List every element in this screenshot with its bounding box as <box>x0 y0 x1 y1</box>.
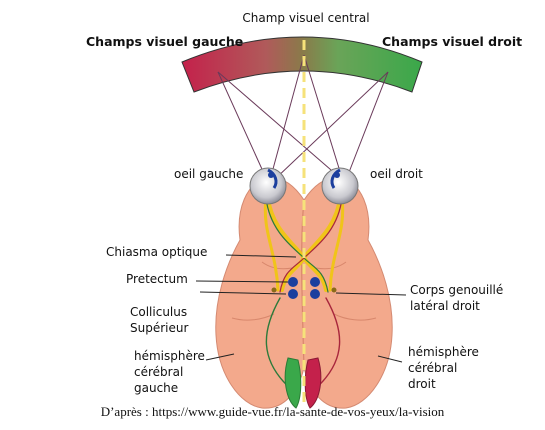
right-colliculus-nucleus <box>310 289 320 299</box>
colliculus-label-line2: Supérieur <box>130 321 188 335</box>
source-caption: D’après : https://www.guide-vue.fr/la-sa… <box>0 404 545 420</box>
right-field-label: Champs visuel droit <box>382 34 522 49</box>
left-visual-cortex <box>285 358 301 408</box>
right-lgn-dot <box>332 288 337 293</box>
lgn-label-line2: latéral droit <box>410 299 480 313</box>
right-visual-cortex <box>305 358 321 408</box>
left-colliculus-nucleus <box>288 289 298 299</box>
pretectum-label: Pretectum <box>126 272 188 286</box>
right-hemisphere-line1: hémisphère <box>408 345 479 359</box>
lgn-label-line1: Corps genouillé <box>410 283 503 297</box>
right-hemisphere-label: hémisphère cérébral droit <box>408 345 483 391</box>
left-eye-label: oeil gauche <box>174 167 243 181</box>
left-hemisphere-line1: hémisphère <box>134 349 205 363</box>
right-eye-label: oeil droit <box>370 167 423 181</box>
right-eye <box>322 168 358 204</box>
colliculus-label-line1: Colliculus <box>130 305 187 319</box>
right-pretectum-nucleus <box>310 277 320 287</box>
central-field-label: Champ visuel central <box>242 11 369 25</box>
left-lgn-dot <box>272 288 277 293</box>
left-field-label: Champs visuel gauche <box>86 34 243 49</box>
colliculus-label: Colliculus Supérieur <box>130 305 191 335</box>
left-hemisphere-line2: cérébral <box>134 365 183 379</box>
left-eye <box>250 168 286 204</box>
left-pretectum-nucleus <box>288 277 298 287</box>
lgn-label: Corps genouillé latéral droit <box>410 283 507 313</box>
left-hemisphere-label: hémisphère cérébral gauche <box>134 349 209 395</box>
left-hemisphere-line3: gauche <box>134 381 178 395</box>
right-hemisphere-line3: droit <box>408 377 436 391</box>
right-hemisphere-line2: cérébral <box>408 361 457 375</box>
chiasm-label: Chiasma optique <box>106 245 207 259</box>
